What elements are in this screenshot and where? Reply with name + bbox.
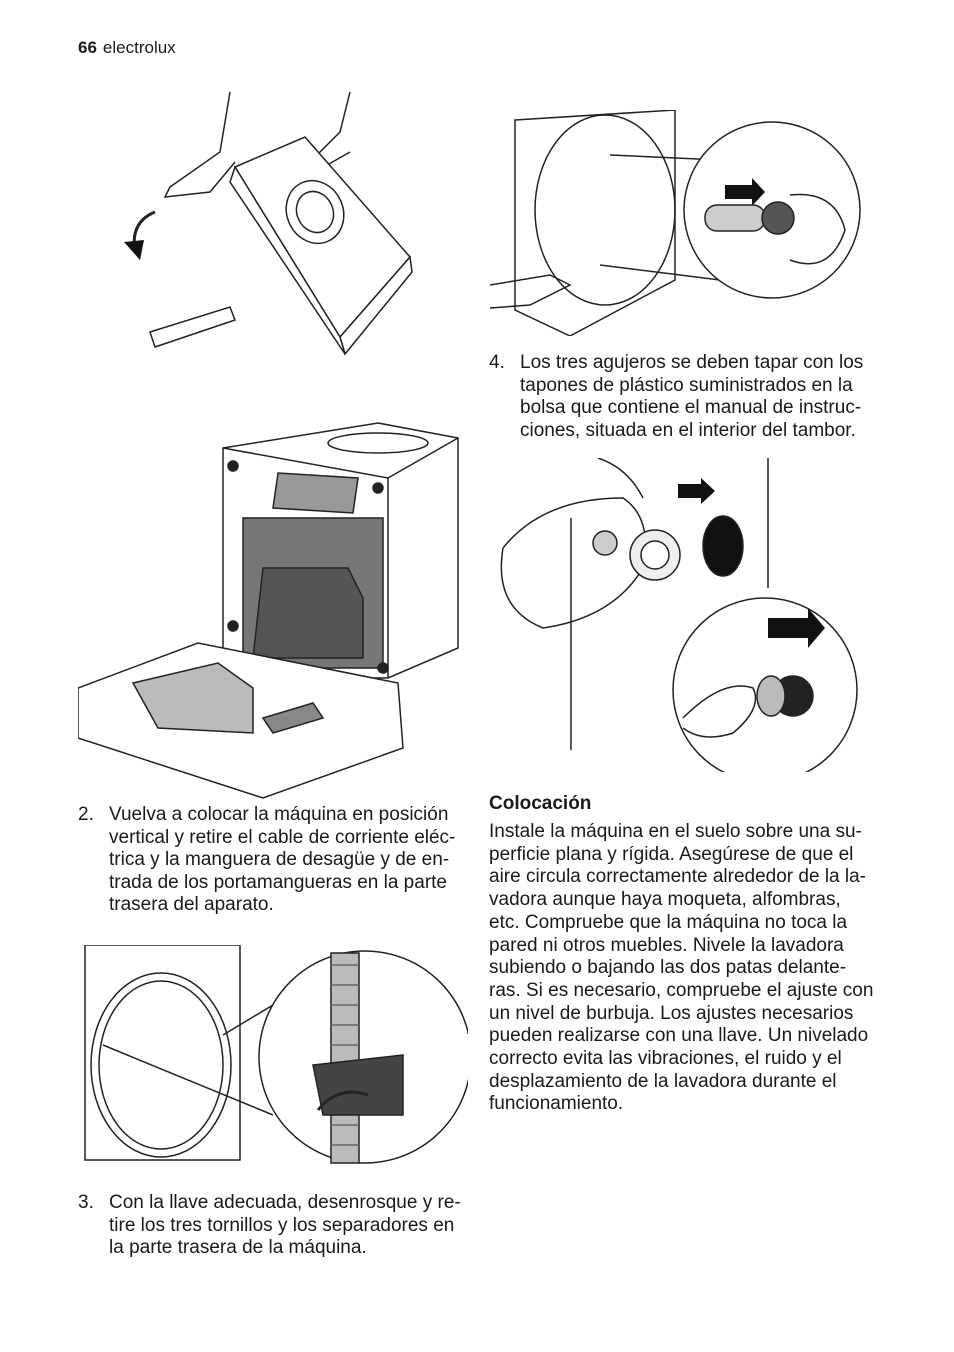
cap-insertion-illustration	[493, 458, 863, 772]
hose-removal-illustration	[83, 945, 468, 1167]
step-number: 2.	[78, 804, 94, 825]
step-4: 4. Los tres agujeros se deben tapar con …	[489, 352, 889, 452]
step-text: Los tres agujeros se deben tapar con los…	[520, 352, 864, 441]
section-body: Instale la máquina en el suelo sobre una…	[489, 821, 874, 1115]
step-text: Con la llave adecuada, desenrosque y re-…	[109, 1192, 461, 1259]
step-2: 2. Vuelva a colocar la máquina en posici…	[78, 804, 478, 924]
rear-transport-base-illustration	[78, 418, 462, 800]
tilt-machine-illustration	[110, 92, 420, 384]
step-number: 4.	[489, 352, 505, 373]
screw-removal-illustration	[490, 110, 862, 336]
page-header: 66 electrolux	[78, 38, 176, 58]
brand-name: electrolux	[102, 38, 176, 57]
step-text: Vuelva a colocar la máquina en posición …	[109, 804, 456, 916]
section-heading: Colocación	[489, 793, 592, 814]
step-number: 3.	[78, 1192, 94, 1213]
page-number: 66	[78, 38, 97, 57]
step-3: 3. Con la llave adecuada, desenrosque y …	[78, 1192, 478, 1272]
